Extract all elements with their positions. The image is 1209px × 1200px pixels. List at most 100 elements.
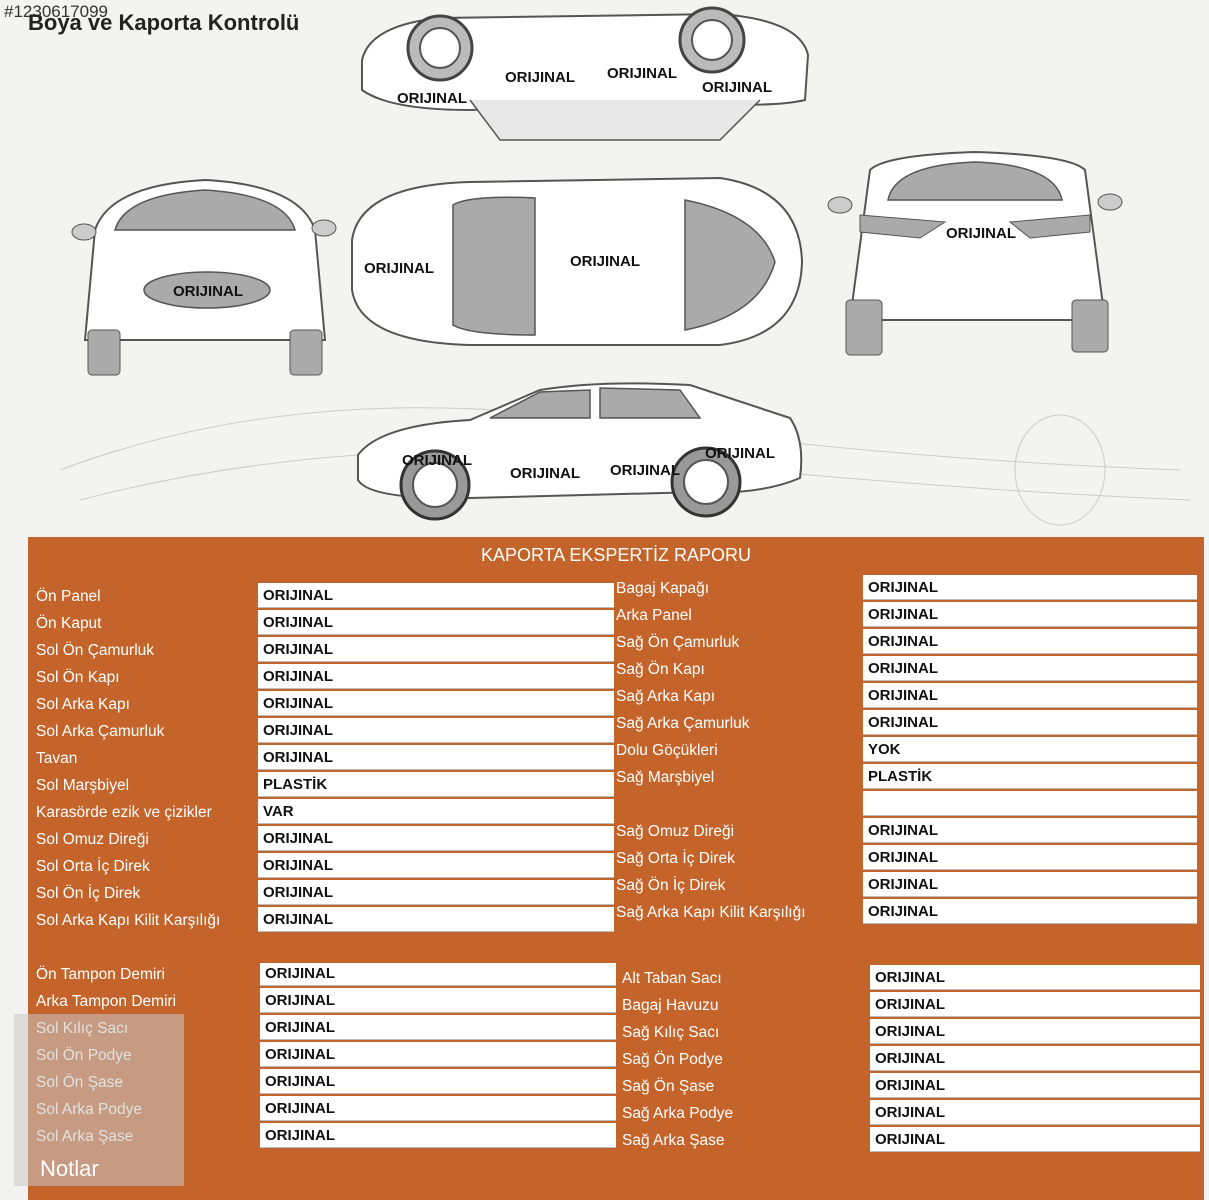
row-label: Sol Ön Çamurluk: [36, 642, 155, 659]
row-label: Sağ Arka Şase: [622, 1132, 725, 1149]
row-value: ORIJINAL: [863, 656, 1197, 681]
table-row: Sağ Ön Podye ORIJINAL: [28, 1046, 1204, 1073]
table-row: [28, 791, 1204, 818]
row-value: ORIJINAL: [870, 1019, 1200, 1044]
document-title: Boya ve Kaporta Kontrolü: [28, 10, 300, 35]
row-value: PLASTİK: [863, 764, 1197, 789]
row-label: Sol Omuz Direği: [36, 831, 149, 848]
row-value: ORIJINAL: [260, 1123, 616, 1148]
row-label: Sağ Arka Çamurluk: [616, 715, 750, 732]
row-value: ORIJINAL: [863, 818, 1197, 843]
row-value: ORIJINAL: [258, 718, 614, 743]
row-value: ORIJINAL: [870, 1073, 1200, 1098]
row-value: ORIJINAL: [258, 691, 614, 716]
row-label: Alt Taban Sacı: [622, 970, 722, 987]
row-value: ORIJINAL: [870, 1100, 1200, 1125]
row-label: Ön Panel: [36, 588, 101, 605]
car-top-view: [361, 6, 810, 141]
row-value: ORIJINAL: [870, 1046, 1200, 1071]
row-value: ORIJINAL: [258, 826, 614, 851]
table-row: Sol Ön Çamurluk ORIJINAL: [28, 637, 1204, 664]
row-label: Bagaj Kapağı: [616, 580, 710, 597]
car-side-view: [357, 382, 803, 521]
row-label: Dolu Göçükleri: [616, 742, 718, 759]
row-value: ORIJINAL: [258, 664, 614, 689]
label-top-door2: ORIJINAL: [607, 65, 677, 82]
table-row: Ön Kaput ORIJINAL: [28, 610, 1204, 637]
row-label: Sol Arka Kapı: [36, 696, 130, 713]
row-label: Sağ Orta İç Direk: [616, 850, 735, 867]
table-row: Sağ Omuz Direği ORIJINAL: [28, 818, 1204, 845]
listing-id: #1230617099: [4, 2, 109, 21]
row-label: Sağ Arka Podye: [622, 1105, 734, 1122]
row-label: Sağ Omuz Direği: [616, 823, 735, 840]
row-label: Arka Panel: [616, 607, 692, 624]
table-row: Bagaj Havuzu ORIJINAL: [28, 992, 1204, 1019]
report-title: KAPORTA EKSPERTİZ RAPORU: [480, 545, 752, 565]
table-row: Sağ Arka Podye ORIJINAL: [28, 1100, 1204, 1127]
row-value: ORIJINAL: [863, 602, 1197, 627]
label-roof-front: ORIJINAL: [364, 260, 434, 277]
row-value: YOK: [863, 737, 1197, 762]
row-value: [863, 791, 1197, 816]
row-label: Sağ Ön Şase: [622, 1078, 715, 1095]
row-value: ORIJINAL: [258, 853, 614, 878]
row-value: ORIJINAL: [870, 992, 1200, 1017]
row-label: Sol Marşbiyel: [36, 777, 130, 794]
car-diagrams: ORIJINAL ORIJINAL ORIJINAL ORIJINAL ORIJ…: [59, 6, 1191, 526]
row-label: Sol Arka Çamurluk: [36, 723, 165, 740]
row-value: ORIJINAL: [260, 1069, 616, 1094]
label-top-door1: ORIJINAL: [505, 69, 575, 86]
table-row: Arka Panel ORIJINAL: [28, 602, 1204, 629]
table-row: Sol Omuz Direği ORIJINAL: [28, 826, 1204, 853]
row-value: ORIJINAL: [258, 610, 614, 635]
row-value: ORIJINAL: [258, 880, 614, 905]
row-label: Arka Tampon Demiri: [36, 993, 177, 1010]
table-row: Arka Tampon Demiri ORIJINAL: [28, 988, 1204, 1015]
notes-overlay: [14, 1014, 184, 1186]
row-label: Sağ Ön Podye: [622, 1051, 723, 1068]
row-value: ORIJINAL: [863, 683, 1197, 708]
car-front-view: [71, 178, 337, 376]
row-label: Bagaj Havuzu: [622, 997, 719, 1014]
row-value: ORIJINAL: [260, 1096, 616, 1121]
row-label: Karasörde ezik ve çizikler: [36, 804, 212, 821]
row-label: Ön Tampon Demiri: [36, 966, 165, 983]
car-rear-view: [827, 150, 1123, 356]
row-value: ORIJINAL: [863, 872, 1197, 897]
row-value: ORIJINAL: [260, 1015, 616, 1040]
table-row: Sol Arka Kapı ORIJINAL: [28, 691, 1204, 718]
label-side-door1: ORIJINAL: [510, 465, 580, 482]
section-separator: [28, 937, 1204, 963]
table-row: Sağ Marşbiyel PLASTİK: [28, 764, 1204, 791]
row-value: ORIJINAL: [260, 988, 616, 1013]
notes-label: Notlar: [40, 1156, 99, 1181]
row-label: Ön Kaput: [36, 615, 102, 632]
row-value: ORIJINAL: [258, 637, 614, 662]
row-value: ORIJINAL: [258, 745, 614, 770]
table-row: Sol Arka Çamurluk ORIJINAL: [28, 718, 1204, 745]
row-label: Sağ Kılıç Sacı: [622, 1024, 720, 1041]
row-label: Sağ Marşbiyel: [616, 769, 715, 786]
car-roof-view: [351, 176, 804, 346]
label-side-front: ORIJINAL: [402, 452, 472, 469]
label-front-hood: ORIJINAL: [173, 283, 243, 300]
